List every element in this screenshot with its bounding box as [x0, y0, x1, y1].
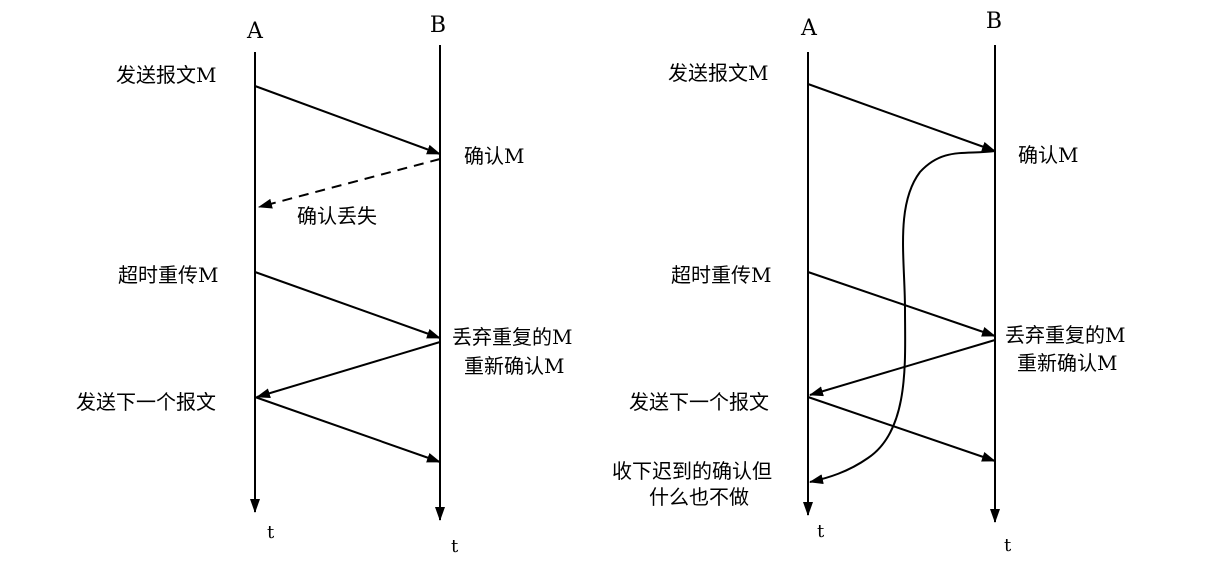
- left-send-m-arrow: [254, 85, 441, 155]
- left-label-send-next: 发送下一个报文: [76, 390, 216, 414]
- right-send-next-arrow: [807, 396, 996, 462]
- left-lost-ack-arrow: [258, 158, 441, 209]
- right-node-b: B: [986, 9, 1002, 34]
- left-time-label-a: t: [267, 522, 275, 543]
- left-label-reconfirm: 重新确认M: [464, 354, 564, 378]
- right-time-label-a: t: [817, 521, 825, 542]
- right-reconfirm-arrow: [809, 339, 996, 397]
- right-label-reconfirm: 重新确认M: [1017, 351, 1117, 375]
- right-label-timeout-resend: 超时重传M: [671, 263, 771, 287]
- left-time-label-b: t: [451, 536, 459, 557]
- left-label-ack-lost: 确认丢失: [297, 204, 377, 228]
- left-reconfirm-arrow: [256, 341, 441, 399]
- left-label-timeout-resend: 超时重传M: [118, 263, 218, 287]
- right-resend-m-arrow: [807, 271, 996, 337]
- left-label-send-m: 发送报文M: [116, 63, 216, 87]
- left-diagram: A B t t 发送报文M 确认M 确认丢失 超时重传M 丢弃重复的M 重新确认…: [76, 13, 572, 557]
- right-label-discard-dup: 丢弃重复的M: [1005, 323, 1125, 347]
- left-label-confirm-m: 确认M: [464, 144, 524, 168]
- right-label-confirm-m: 确认M: [1018, 143, 1078, 167]
- left-node-b: B: [430, 13, 446, 38]
- right-send-m-arrow: [807, 83, 996, 152]
- left-send-next-arrow: [254, 396, 441, 463]
- right-delayed-ack-curve: [809, 150, 996, 485]
- left-label-discard-dup: 丢弃重复的M: [452, 325, 572, 349]
- right-label-late-ack-line1: 收下迟到的确认但: [612, 459, 772, 483]
- left-resend-m-arrow: [254, 271, 441, 339]
- right-diagram: A B t t 发送报文M 确认M 超时重传M 丢弃重复的M 重新确认M 发送下…: [612, 9, 1125, 556]
- right-label-late-ack-line2: 什么也不做: [649, 485, 749, 509]
- left-node-a: A: [246, 19, 264, 44]
- right-node-a: A: [800, 16, 818, 41]
- right-time-label-b: t: [1004, 535, 1012, 556]
- right-label-send-m: 发送报文M: [668, 61, 768, 85]
- right-label-send-next: 发送下一个报文: [629, 390, 769, 414]
